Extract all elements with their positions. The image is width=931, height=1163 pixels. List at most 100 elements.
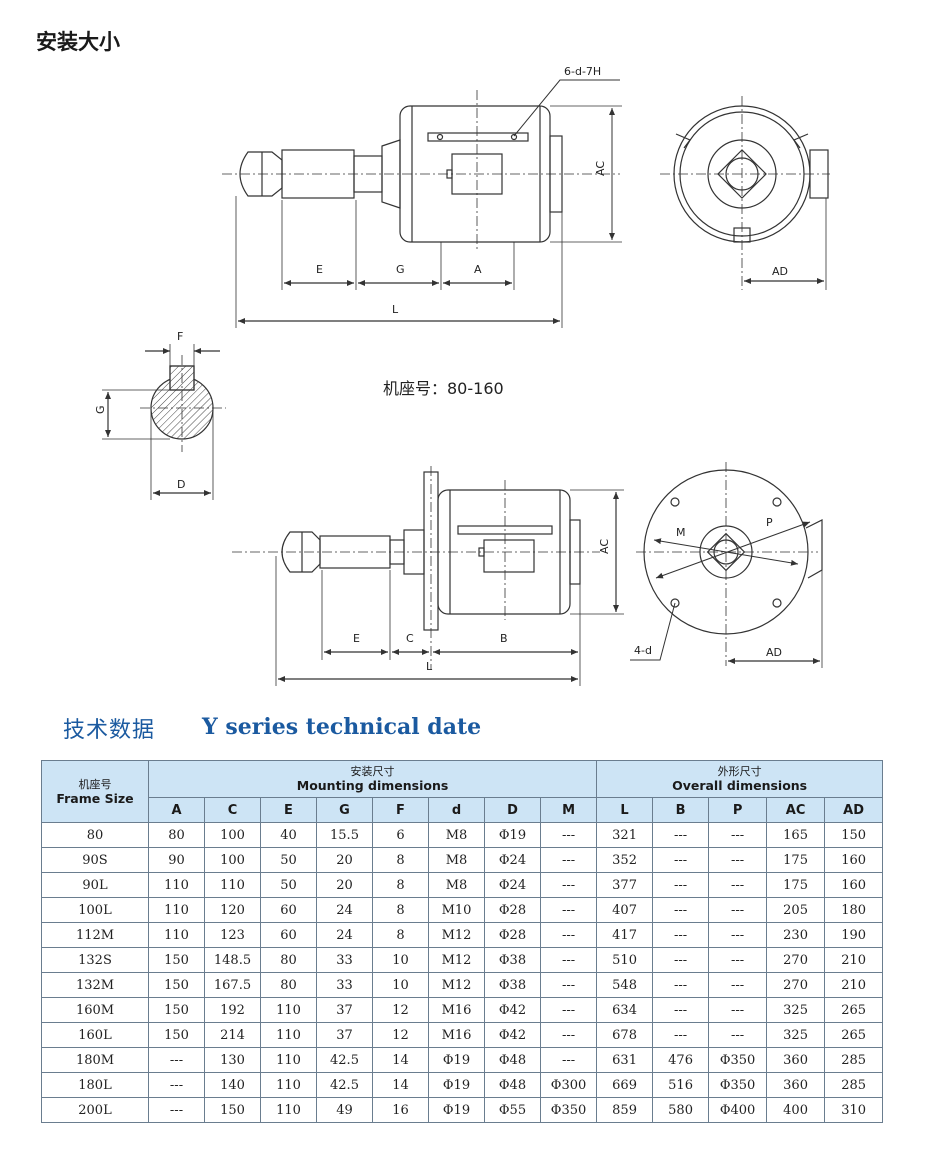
table-cell: Φ19: [428, 1097, 485, 1123]
table-cell: 12: [372, 997, 429, 1023]
label-ac-bottom: AC: [598, 539, 611, 554]
table-cell: 325: [766, 997, 826, 1023]
table-cell: 510: [596, 947, 654, 973]
label-f: F: [177, 330, 183, 343]
motor-end-view-bottom: [630, 462, 823, 668]
table-cell: ---: [652, 1022, 710, 1048]
table-cell: 321: [596, 822, 654, 848]
table-cell: 110: [148, 897, 205, 923]
table-cell: Φ19: [428, 1072, 485, 1098]
shaft-section: [102, 344, 226, 500]
frame-size-cell: 180M: [41, 1047, 149, 1073]
frame-size-cell: 90L: [41, 872, 149, 898]
table-cell: 130: [204, 1047, 261, 1073]
column-header: AC: [766, 797, 826, 823]
table-cell: ---: [539, 897, 598, 923]
table-cell: 669: [596, 1072, 654, 1098]
table-cell: 192: [204, 997, 261, 1023]
subtitle-en: Y series technical date: [202, 714, 482, 740]
column-header: B: [652, 797, 710, 823]
table-cell: Φ350: [708, 1072, 768, 1098]
table-cell: Φ42: [484, 1022, 541, 1048]
table-cell: 210: [824, 947, 884, 973]
table-cell: 20: [316, 872, 373, 898]
table-cell: 120: [204, 897, 261, 923]
label-frame-note: 机座号：80-160: [383, 379, 504, 398]
table-cell: Φ38: [484, 947, 541, 973]
table-cell: 100: [204, 847, 261, 873]
frame-size-zh: 机座号: [78, 777, 112, 791]
table-cell: M12: [428, 922, 485, 948]
frame-size-cell: 112M: [41, 922, 149, 948]
table-cell: ---: [708, 922, 768, 948]
table-cell: ---: [539, 972, 598, 998]
frame-size-cell: 100L: [41, 897, 149, 923]
table-cell: 40: [260, 822, 317, 848]
table-cell: ---: [652, 822, 710, 848]
mounting-en: Mounting dimensions: [296, 778, 449, 793]
label-ad-bottom: AD: [766, 646, 782, 659]
table-cell: M8: [428, 822, 485, 848]
table-cell: M12: [428, 972, 485, 998]
table-cell: ---: [652, 972, 710, 998]
technical-data-table: 机座号 Frame Size 安装尺寸 Mounting dimensions …: [41, 760, 884, 1123]
table-cell: 60: [260, 897, 317, 923]
table-cell: 10: [372, 972, 429, 998]
table-cell: 123: [204, 922, 261, 948]
table-cell: 859: [596, 1097, 654, 1123]
table-cell: ---: [708, 822, 768, 848]
table-cell: 400: [766, 1097, 826, 1123]
table-cell: 150: [204, 1097, 261, 1123]
table-cell: 80: [260, 972, 317, 998]
table-cell: 160: [824, 872, 884, 898]
table-cell: 110: [148, 872, 205, 898]
frame-size-cell: 132M: [41, 972, 149, 998]
label-l-bottom: L: [426, 660, 433, 673]
label-hole-spec: 6-d-7H: [564, 65, 601, 78]
table-cell: 24: [316, 922, 373, 948]
table-cell: 165: [766, 822, 826, 848]
motor-end-view-top: [660, 96, 830, 290]
table-cell: Φ48: [484, 1047, 541, 1073]
subtitle-zh: 技术数据: [63, 718, 156, 743]
table-cell: 33: [316, 947, 373, 973]
table-cell: 270: [766, 972, 826, 998]
table-cell: ---: [539, 822, 598, 848]
table-cell: 175: [766, 872, 826, 898]
table-cell: 167.5: [204, 972, 261, 998]
table-cell: 8: [372, 872, 429, 898]
column-header: A: [148, 797, 205, 823]
table-cell: 6: [372, 822, 429, 848]
table-cell: 90: [148, 847, 205, 873]
table-cell: ---: [148, 1047, 205, 1073]
table-cell: Φ350: [708, 1047, 768, 1073]
table-cell: 110: [260, 1047, 317, 1073]
label-e-top: E: [316, 263, 323, 276]
table-cell: 8: [372, 922, 429, 948]
table-cell: 352: [596, 847, 654, 873]
label-m: M: [676, 526, 686, 539]
column-header: G: [316, 797, 373, 823]
column-header: C: [204, 797, 261, 823]
table-cell: 214: [204, 1022, 261, 1048]
table-cell: ---: [708, 872, 768, 898]
table-cell: Φ28: [484, 922, 541, 948]
table-cell: 140: [204, 1072, 261, 1098]
table-cell: 14: [372, 1047, 429, 1073]
table-cell: 150: [824, 822, 884, 848]
table-cell: 150: [148, 1022, 205, 1048]
frame-size-cell: 160L: [41, 1022, 149, 1048]
table-cell: 24: [316, 897, 373, 923]
column-header: d: [428, 797, 485, 823]
frame-size-cell: 180L: [41, 1072, 149, 1098]
table-cell: 110: [260, 1097, 317, 1123]
table-cell: ---: [539, 947, 598, 973]
table-cell: 110: [204, 872, 261, 898]
